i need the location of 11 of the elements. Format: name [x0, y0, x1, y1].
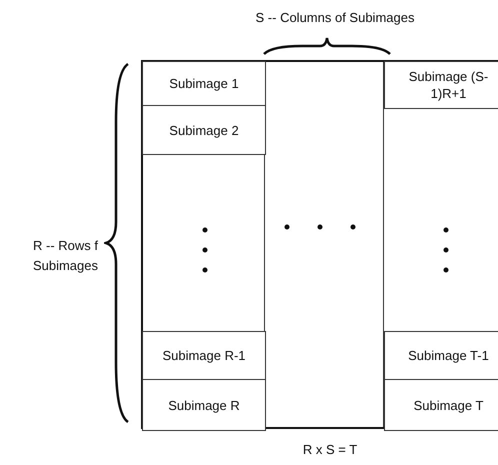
subimage-cell: Subimage R — [142, 379, 266, 431]
subimage-cell: Subimage T — [384, 379, 498, 431]
axis-label: R x S = T — [302, 441, 358, 459]
grid-frame — [141, 60, 498, 429]
axis-label: S -- Columns of Subimages — [254, 9, 416, 27]
axis-label: R -- Rows f Subimages — [32, 237, 98, 275]
subimage-cell: Subimage 1 — [142, 61, 266, 106]
subimage-cell: Subimage T-1 — [384, 331, 498, 380]
subimage-cell: Subimage (S-1)R+1 — [384, 61, 498, 109]
subimage-cell: Subimage R-1 — [142, 331, 266, 380]
subimage-cell: Subimage 2 — [142, 105, 266, 155]
